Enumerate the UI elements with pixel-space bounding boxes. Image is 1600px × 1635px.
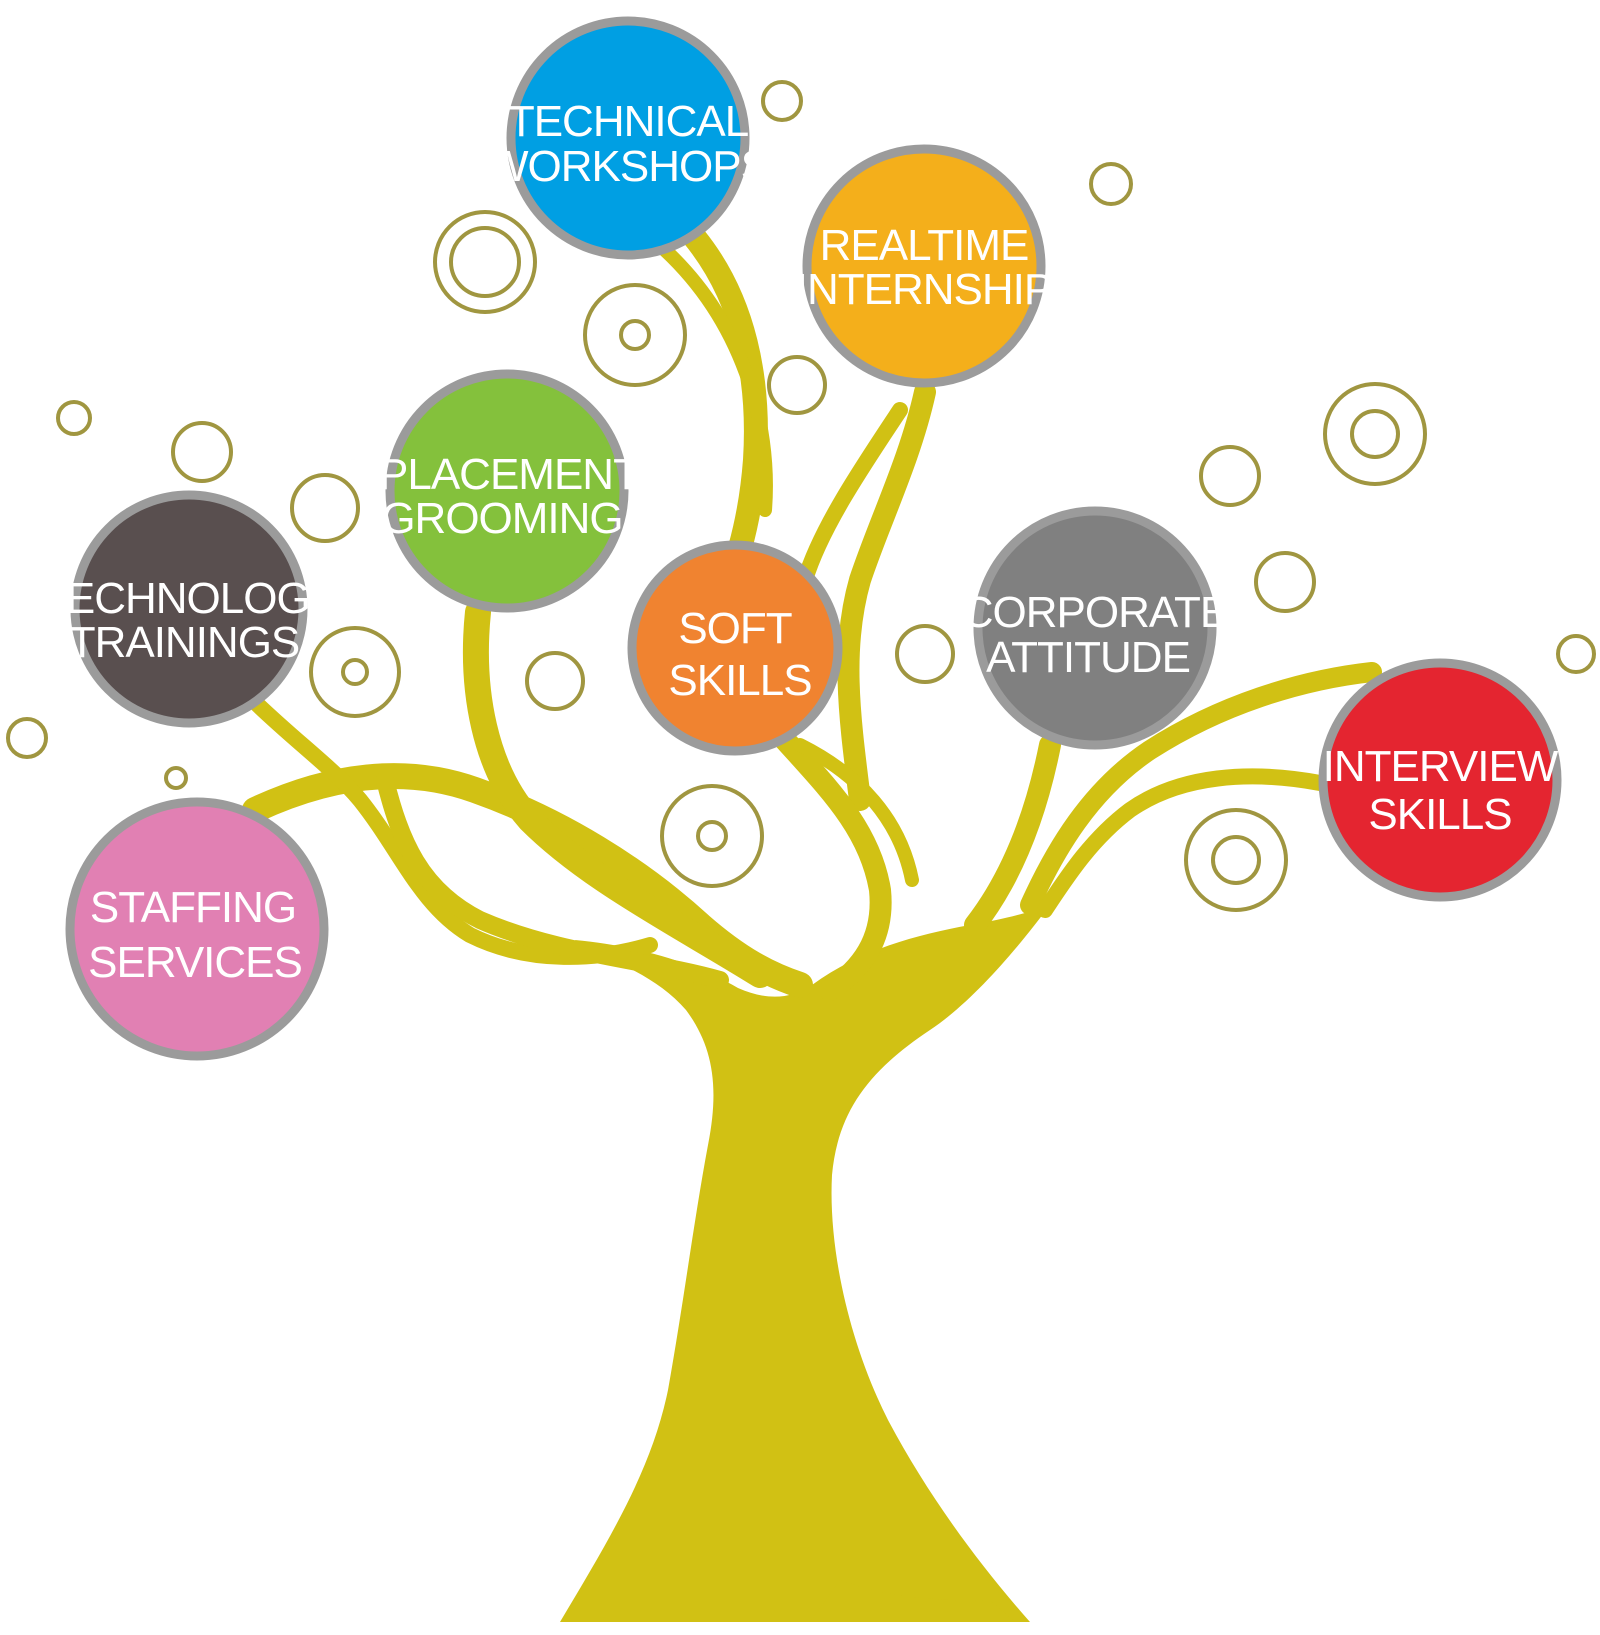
node-placement-grooming: PLACEMENT GROOMING [379,369,640,613]
node-label-line2: TRAININGS [69,618,300,667]
branch [376,771,729,989]
node-label-line1: INTERVIEW [1323,742,1559,791]
node-circle [506,16,750,260]
node-label-line1: TECHNOLOGY [40,574,339,623]
ring-decoration [433,210,537,314]
branch [462,599,773,988]
node-label-line1: TECHNICAL [508,97,749,146]
node-corporate-attitude: CORPORATE ATTITUDE [962,506,1229,750]
ring-decoration [1556,634,1596,674]
node-label-line1: REALTIME [820,221,1029,270]
tree-root [810,1580,1015,1622]
branch [774,729,892,1001]
node-label-line2: SERVICES [88,938,302,987]
branch [658,243,773,517]
tree-trunk [560,905,1050,1622]
tree-branches [242,226,1382,1001]
ring-decoration [619,319,651,351]
node-interview-skills: INTERVIEW SKILLS [1318,658,1562,902]
ring-decoration [761,80,803,122]
ring-decoration [1089,162,1133,206]
ring-decoration [1184,808,1288,912]
node-label-line2: INTERNSHIP [796,265,1052,314]
node-circle [1318,658,1562,902]
tree [242,226,1382,1622]
ring-decoration [525,651,585,711]
node-technology-trainings: TECHNOLOGY TRAININGS [40,490,340,728]
node-soft-skills: SOFT SKILLS [627,540,843,756]
ring-decoration [1211,835,1261,885]
ring-decoration [1323,382,1427,486]
node-label-line1: CORPORATE [962,588,1228,637]
node-circle [65,797,329,1061]
node-circle [627,540,843,756]
ring-decoration [164,766,188,790]
node-label-line2: SKILLS [668,656,811,705]
branch [797,402,908,588]
ring-decoration [449,226,521,298]
node-circle [973,506,1217,750]
ring-decoration [290,473,360,543]
ring-decoration [6,717,48,759]
node-label-line1: SOFT [678,604,791,653]
branch [837,381,936,811]
branch [793,738,919,887]
ring-decoration [171,421,233,483]
branch [964,734,1061,936]
node-realtime-internship: REALTIME INTERNSHIP [796,144,1053,388]
node-label-line2: SKILLS [1368,790,1511,839]
ring-decoration [341,658,369,686]
ring-decoration [309,626,401,718]
ring-decoration [1199,445,1261,507]
node-layer: TECHNICAL WORKSHOPS REALTIME INTERNSHIP … [40,16,1562,1061]
branch [1037,768,1328,918]
branch [1020,662,1382,915]
ring-decoration [660,784,764,888]
ring-decoration [583,283,687,387]
ring-decoration [767,355,827,415]
node-label-line2: GROOMING [381,494,622,543]
node-circle [802,144,1046,388]
ring-decoration [696,820,728,852]
ring-decoration [56,400,92,436]
ring-decoration [1254,551,1316,613]
decorative-rings [6,80,1596,912]
node-label-line2: ATTITUDE [986,633,1190,682]
node-label-line1: STAFFING [90,883,296,932]
ring-decoration [895,624,955,684]
node-circle [385,369,629,613]
ring-decoration [1350,409,1400,459]
node-technical-workshops: TECHNICAL WORKSHOPS [487,16,770,260]
node-label-line2: WORKSHOPS [487,142,769,191]
node-staffing-services: STAFFING SERVICES [65,797,329,1061]
node-circle [70,490,308,728]
node-label-line1: PLACEMENT [379,450,639,499]
